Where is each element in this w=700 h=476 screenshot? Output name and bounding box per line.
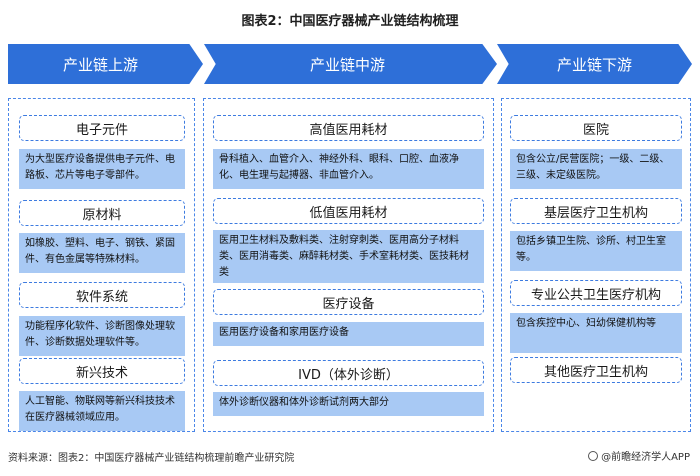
- upstream-item-desc: 为大型医疗设备提供电子元件、电路板、芯片等电子零部件。: [19, 149, 185, 189]
- stage-midstream-arrow: 产业链中游: [204, 44, 497, 84]
- downstream-column: 医院 包含公立/民营医院；一级、二级、三级、未定级医院。 基层医疗卫生机构 包括…: [501, 98, 691, 432]
- stage-downstream-arrow: 产业链下游: [497, 44, 692, 84]
- downstream-item-heading: 医院: [510, 115, 682, 141]
- midstream-item-heading: 低值医用耗材: [213, 198, 484, 224]
- source-note: 资料来源：图表2：中国医疗器械产业链结构梳理前瞻产业研究院: [8, 453, 295, 464]
- midstream-column: 高值医用耗材 骨科植入、血管介入、神经外科、眼科、口腔、血液净化、电生理与起搏器…: [203, 98, 494, 432]
- downstream-item-desc: 包含公立/民营医院；一级、二级、三级、未定级医院。: [510, 149, 682, 189]
- figure-title: 图表2：中国医疗器械产业链结构梳理: [241, 14, 459, 29]
- midstream-item-heading: 医疗设备: [213, 289, 484, 315]
- downstream-item-heading: 其他医疗卫生机构: [510, 357, 682, 383]
- midstream-item-desc: 体外诊断仪器和体外诊断试剂两大部分: [213, 392, 484, 416]
- brand-icon: [588, 450, 599, 461]
- upstream-column: 电子元件 为大型医疗设备提供电子元件、电路板、芯片等电子零部件。 原材料 如橡胶…: [8, 98, 195, 432]
- upstream-item-heading: 软件系统: [19, 282, 185, 308]
- brand-watermark: @前瞻经济学人APP: [588, 448, 690, 463]
- midstream-item-heading: IVD（体外诊断）: [213, 360, 484, 386]
- upstream-item-heading: 原材料: [19, 200, 185, 226]
- upstream-item-heading: 新兴技术: [19, 358, 185, 384]
- downstream-item-heading: 专业公共卫生医疗机构: [510, 280, 682, 306]
- midstream-item-desc: 医用卫生材料及敷料类、注射穿刺类、医用高分子材料类、医用消毒类、麻醉耗材类、手术…: [213, 230, 484, 283]
- stage-upstream-arrow: 产业链上游: [8, 44, 203, 84]
- upstream-item-desc: 功能程序化软件、诊断图像处理软件、诊断数据处理软件等。: [19, 316, 185, 356]
- midstream-item-desc: 骨科植入、血管介入、神经外科、眼科、口腔、血液净化、电生理与起搏器、非血管介入。: [213, 149, 484, 189]
- upstream-item-desc: 如橡胶、塑料、电子、钢铁、紧固件、有色金属等特殊材料。: [19, 233, 185, 273]
- upstream-item-heading: 电子元件: [19, 115, 185, 141]
- upstream-item-desc: 人工智能、物联网等新兴科技技术在医疗器械领域应用。: [19, 391, 185, 431]
- brand-text: @前瞻经济学人APP: [601, 452, 690, 463]
- downstream-item-heading: 基层医疗卫生机构: [510, 198, 682, 224]
- midstream-item-heading: 高值医用耗材: [213, 115, 484, 141]
- downstream-item-desc: 包含疾控中心、妇幼保健机构等: [510, 313, 682, 353]
- midstream-item-desc: 医用医疗设备和家用医疗设备: [213, 322, 484, 346]
- downstream-item-desc: 包括乡镇卫生院、诊所、村卫生室等。: [510, 231, 682, 271]
